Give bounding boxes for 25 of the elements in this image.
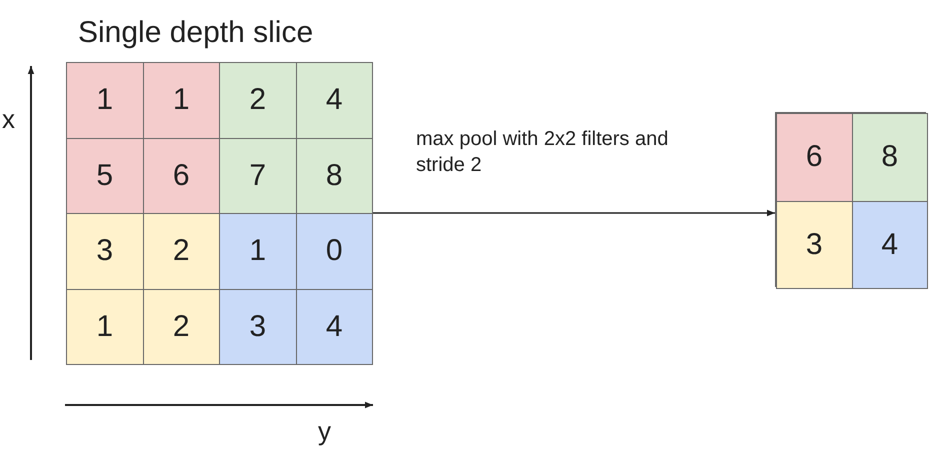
grid-cell: 0 xyxy=(296,213,373,290)
grid-cell: 2 xyxy=(219,62,296,138)
grid-cell: 4 xyxy=(296,288,373,365)
grid-cell: 6 xyxy=(142,138,220,214)
grid-cell: 2 xyxy=(142,288,220,365)
grid-cell: 5 xyxy=(66,138,144,214)
grid-cell: 1 xyxy=(66,62,144,138)
grid-cell: 4 xyxy=(296,62,373,138)
output-grid xyxy=(775,112,926,287)
grid-cell: 8 xyxy=(296,138,373,214)
grid-cell: 1 xyxy=(219,213,296,290)
grid-cell: 6 xyxy=(776,113,852,202)
grid-title: Single depth slice xyxy=(78,16,314,50)
grid-cell: 8 xyxy=(852,113,928,202)
grid-cell: 7 xyxy=(219,138,296,214)
grid-cell: 1 xyxy=(66,288,144,365)
grid-cell: 3 xyxy=(219,288,296,365)
grid-cell: 1 xyxy=(142,62,220,138)
axis-label: y xyxy=(318,416,331,447)
grid-cell: 2 xyxy=(142,213,220,290)
grid-cell: 3 xyxy=(776,200,852,289)
grid-cell: 4 xyxy=(852,200,928,289)
grid-cell: 3 xyxy=(66,213,144,290)
axis-label: x xyxy=(2,104,15,135)
arrow xyxy=(373,210,775,216)
